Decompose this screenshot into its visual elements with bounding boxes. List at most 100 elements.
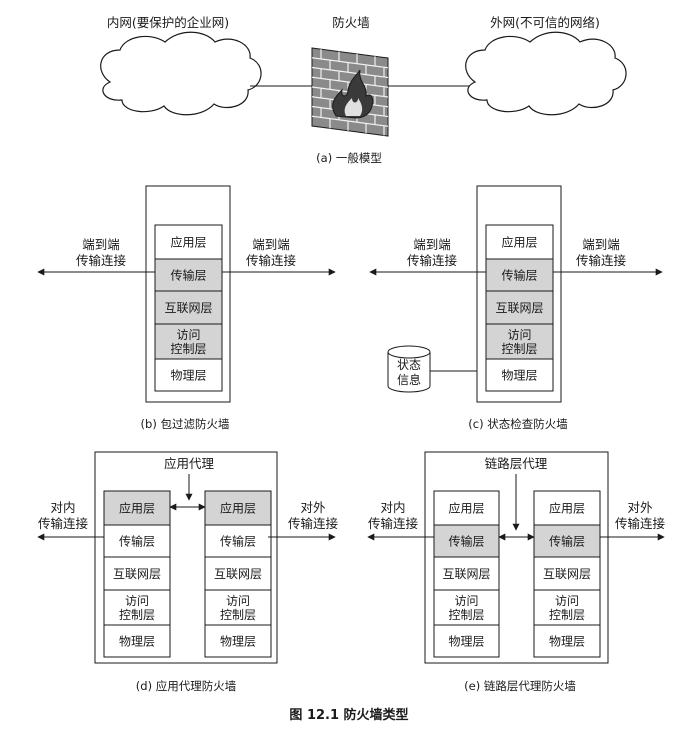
layer-cell: 物理层 — [485, 358, 554, 392]
b-right-label-1: 端到端 — [252, 237, 290, 252]
layer-cell: 互联网层 — [485, 290, 554, 325]
c-right-label-1: 端到端 — [582, 237, 620, 252]
layer-cell: 物理层 — [533, 624, 601, 658]
layer-label: 物理层 — [501, 369, 537, 383]
internet-label: 外网(不可信的网络) — [490, 15, 600, 30]
layer-cell: 传输层 — [485, 258, 554, 292]
layer-label: 物理层 — [549, 635, 585, 649]
layer-label: 应用层 — [170, 235, 206, 250]
state-info-label-1: 状态 — [397, 358, 421, 372]
layer-cell: 物理层 — [204, 624, 272, 658]
layer-label: 控制层 — [501, 342, 537, 356]
layer-label: 应用层 — [448, 501, 484, 516]
layer-label: 互联网层 — [442, 567, 490, 581]
d-left-label-1: 对内 — [50, 500, 75, 515]
layer-cell: 传输层 — [103, 524, 171, 558]
layer-cell: 应用层 — [103, 490, 171, 526]
layer-label: 物理层 — [170, 369, 206, 383]
layer-cell: 应用层 — [204, 490, 272, 526]
figure-title: 图 12.1 防火墙类型 — [289, 707, 408, 723]
layer-label: 应用层 — [119, 501, 155, 516]
layer-label: 控制层 — [220, 608, 256, 622]
layer-cell: 传输层 — [154, 258, 223, 292]
layer-label: 传输层 — [549, 534, 585, 549]
layer-label: 互联网层 — [495, 301, 543, 315]
layer-cell: 应用层 — [485, 224, 554, 260]
layer-label: 互联网层 — [214, 567, 262, 581]
link-proxy-label: 链路层代理 — [485, 456, 548, 471]
layer-label: 传输层 — [119, 534, 155, 549]
layer-label: 传输层 — [501, 268, 537, 283]
layer-label: 控制层 — [119, 608, 155, 622]
layer-label: 访问 — [226, 594, 250, 608]
layer-label: 传输层 — [448, 534, 484, 549]
layer-label: 应用层 — [549, 501, 585, 516]
layer-label: 访问 — [125, 594, 149, 608]
firewall-label: 防火墙 — [332, 15, 370, 30]
layer-cell: 传输层 — [204, 524, 272, 558]
caption-a: (a) 一般模型 — [316, 151, 382, 165]
state-info-database-icon — [387, 345, 431, 393]
layer-label: 互联网层 — [113, 567, 161, 581]
layer-label: 传输层 — [170, 268, 206, 283]
layer-cell: 传输层 — [433, 524, 500, 558]
layer-label: 访问 — [555, 594, 579, 608]
layer-cell: 互联网层 — [533, 556, 601, 591]
intranet-label: 内网(要保护的企业网) — [107, 15, 229, 30]
d-right-label-1: 对外 — [300, 500, 326, 515]
layer-label: 访问 — [176, 328, 200, 342]
state-info-label-2: 信息 — [397, 372, 421, 387]
layer-label: 控制层 — [448, 608, 484, 622]
layer-label: 物理层 — [119, 635, 155, 649]
d-left-label-2: 传输连接 — [38, 516, 89, 531]
d-right-label-2: 传输连接 — [288, 516, 339, 531]
layer-label: 互联网层 — [543, 567, 591, 581]
layer-cell: 传输层 — [533, 524, 601, 558]
e-right-label-2: 传输连接 — [615, 516, 666, 531]
firewall-wall-icon — [311, 47, 389, 137]
b-left-label-1: 端到端 — [82, 237, 120, 252]
b-left-label-2: 传输连接 — [76, 253, 127, 268]
layer-label: 应用层 — [220, 501, 256, 516]
internet-cloud — [465, 31, 627, 116]
caption-b: (b) 包过滤防火墙 — [141, 417, 230, 431]
layer-cell: 互联网层 — [433, 556, 500, 591]
layer-label: 控制层 — [170, 342, 206, 356]
layer-label: 传输层 — [220, 534, 256, 549]
e-right-label-1: 对外 — [627, 500, 653, 515]
panel-a-general-model: 内网(要保护的企业网) 防火墙 外网(不可信的网络) (a) 一般模型 — [100, 15, 627, 165]
layer-label: 互联网层 — [164, 301, 212, 315]
app-proxy-label: 应用代理 — [164, 456, 215, 471]
layer-cell: 互联网层 — [103, 556, 171, 591]
c-left-label-2: 传输连接 — [407, 253, 458, 268]
layer-cell: 应用层 — [154, 224, 223, 260]
layer-cell: 互联网层 — [154, 290, 223, 325]
layer-cell: 应用层 — [433, 490, 500, 526]
layer-cell: 应用层 — [533, 490, 601, 526]
caption-d: (d) 应用代理防火墙 — [136, 679, 237, 693]
layer-cell: 互联网层 — [204, 556, 272, 591]
layer-label: 访问 — [454, 594, 478, 608]
e-left-label-1: 对内 — [380, 500, 405, 515]
layer-label: 控制层 — [549, 608, 585, 622]
layer-cell: 物理层 — [103, 624, 171, 658]
caption-c: (c) 状态检查防火墙 — [468, 417, 568, 431]
intranet-cloud — [100, 31, 262, 116]
layer-label: 访问 — [507, 328, 531, 342]
c-left-label-1: 端到端 — [413, 237, 451, 252]
